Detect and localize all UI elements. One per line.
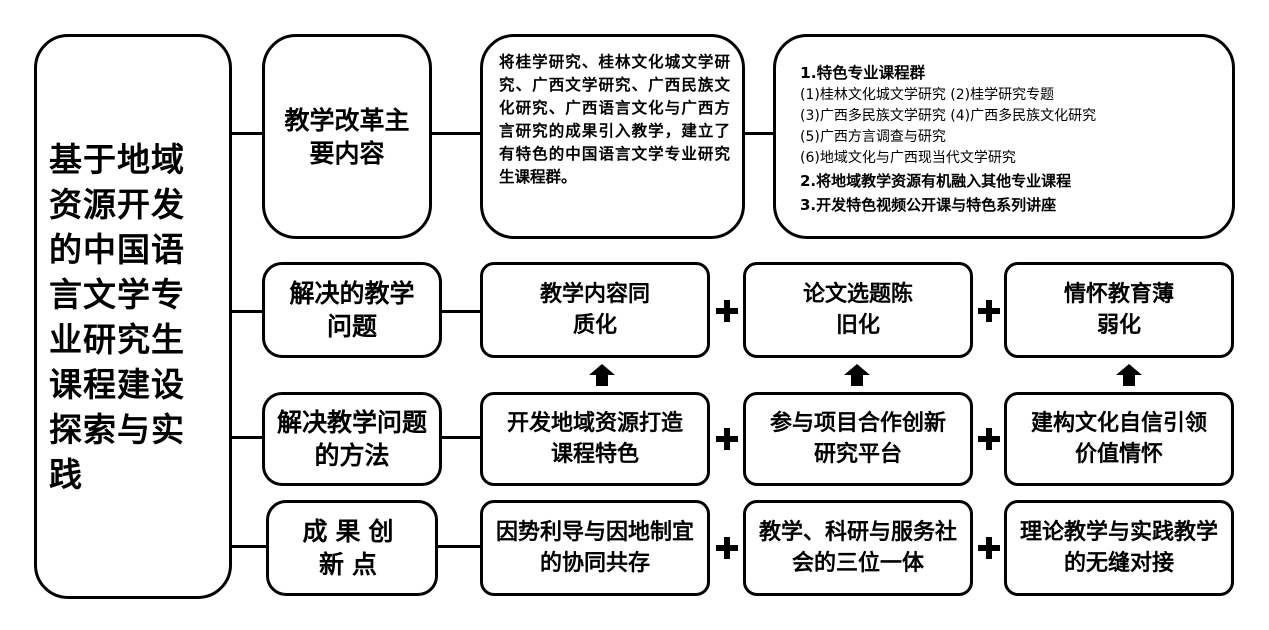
connector-main-row4	[232, 545, 266, 548]
detail-subitem: (1)桂林文化城文学研究 (2)桂学研究专题	[800, 87, 1055, 103]
cell-label: 参与项目合作创新研究平台	[769, 411, 946, 467]
up-arrow-icon	[844, 364, 870, 386]
category-reform-content: 教学改革主要内容	[262, 34, 432, 239]
plus-icon	[978, 300, 1000, 322]
reform-description-box: 将桂学研究、桂林文化城文学研究、广西文学研究、广西民族文化研究、广西语言文化与广…	[480, 34, 745, 239]
cell-label: 开发地域资源打造课程特色	[506, 411, 683, 467]
detail-item-3: 3.开发特色视频公开课与特色系列讲座	[800, 196, 1057, 214]
detail-subitem: (3)广西多民族文学研究 (4)广西多民族文化研究	[800, 108, 1097, 124]
connector-main-row3	[232, 436, 262, 439]
cell-label: 建构文化自信引领价值情怀	[1030, 411, 1207, 467]
problem-cell-3: 情怀教育薄弱化	[1004, 262, 1234, 358]
detail-heading: 1.特色专业课程群	[800, 64, 926, 82]
innovation-cell-3: 理论教学与实践教学的无缝对接	[1004, 500, 1234, 596]
method-cell-3: 建构文化自信引领价值情怀	[1004, 392, 1234, 486]
connector-row2	[442, 310, 480, 313]
cell-label: 理论教学与实践教学的无缝对接	[1019, 520, 1218, 576]
main-title: 基于地域资源开发的中国语言文学专业研究生课程建设探索与实践	[49, 139, 185, 494]
connector-main-row1	[232, 132, 262, 135]
category-innovations: 成果创新点	[266, 500, 438, 596]
cell-label: 教学内容同质化	[539, 282, 650, 338]
cell-label: 因势利导与因地制宜的协同共存	[495, 520, 694, 576]
up-arrow-icon	[589, 364, 615, 386]
cell-label: 教学、科研与服务社会的三位一体	[758, 520, 957, 576]
detail-subitem: (5)广西方言调查与研究	[800, 129, 946, 145]
connector-row4	[438, 545, 480, 548]
method-cell-1: 开发地域资源打造课程特色	[480, 392, 710, 486]
problem-cell-2: 论文选题陈旧化	[743, 262, 973, 358]
plus-icon	[716, 428, 738, 450]
method-cell-2: 参与项目合作创新研究平台	[743, 392, 973, 486]
connector-row1-a	[432, 132, 480, 135]
detail-item-2: 2.将地域教学资源有机融入其他专业课程	[800, 172, 1072, 190]
category-methods: 解决教学问题的方法	[262, 392, 442, 486]
plus-icon	[978, 537, 1000, 559]
cell-label: 情怀教育薄弱化	[1063, 282, 1174, 338]
detail-subitem: (6)地域文化与广西现当代文学研究	[800, 150, 1016, 166]
connector-row3	[442, 436, 480, 439]
category-label: 教学改革主要内容	[284, 105, 410, 168]
connector-main-row2	[232, 310, 262, 313]
cell-label: 论文选题陈旧化	[802, 282, 913, 338]
connector-row1-b	[745, 132, 773, 135]
reform-description: 将桂学研究、桂林文化城文学研究、广西文学研究、广西民族文化研究、广西语言文化与广…	[499, 53, 730, 186]
innovation-cell-2: 教学、科研与服务社会的三位一体	[743, 500, 973, 596]
problem-cell-1: 教学内容同质化	[480, 262, 710, 358]
plus-icon	[716, 300, 738, 322]
category-label: 成果创新点	[302, 517, 402, 579]
up-arrow-icon	[1116, 364, 1142, 386]
plus-icon	[716, 537, 738, 559]
category-problems-solved: 解决的教学问题	[262, 262, 442, 358]
reform-details-box: 1.特色专业课程群 (1)桂林文化城文学研究 (2)桂学研究专题 (3)广西多民…	[773, 34, 1235, 239]
main-title-box: 基于地域资源开发的中国语言文学专业研究生课程建设探索与实践	[34, 34, 232, 599]
plus-icon	[978, 428, 1000, 450]
innovation-cell-1: 因势利导与因地制宜的协同共存	[480, 500, 710, 596]
category-label: 解决的教学问题	[289, 279, 415, 341]
category-label: 解决教学问题的方法	[276, 408, 427, 470]
